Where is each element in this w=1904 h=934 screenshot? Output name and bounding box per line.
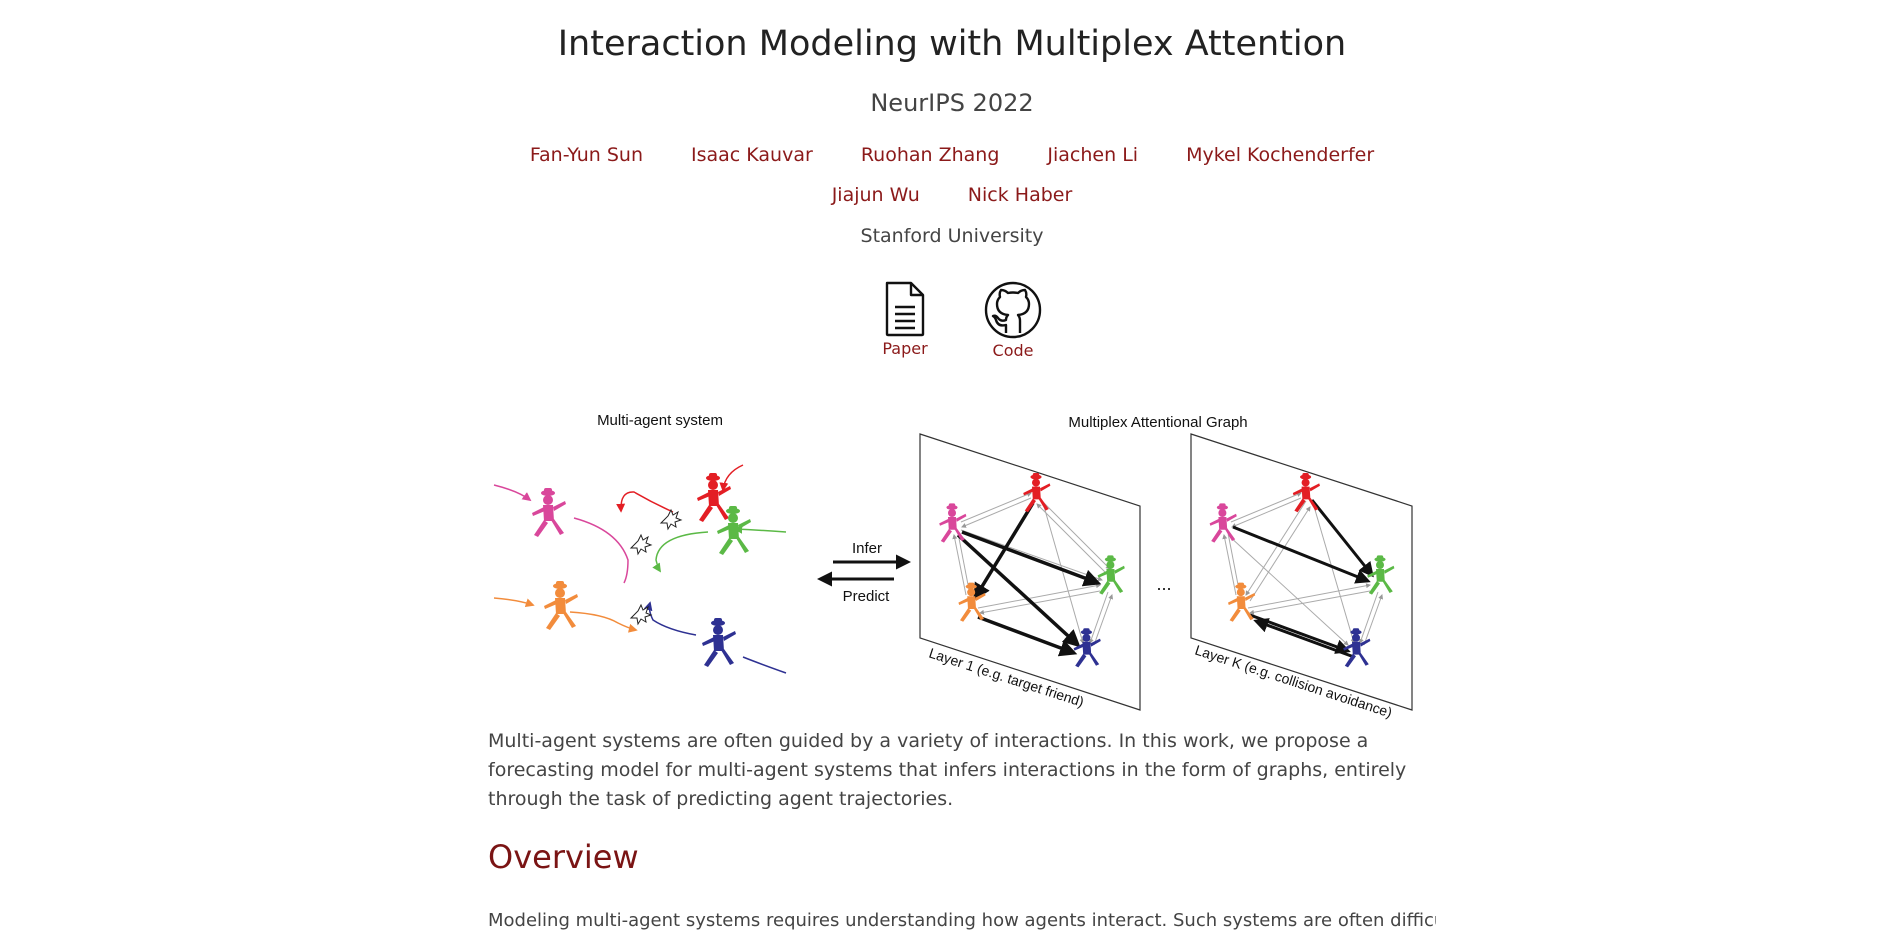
code-link[interactable]: Code [978, 281, 1048, 360]
author-link[interactable]: Nick Haber [967, 184, 1073, 206]
layer-k-graph: Layer K (e.g. collision avoidance) [1190, 433, 1413, 721]
infer-label: Infer [852, 540, 882, 557]
author-link[interactable]: Ruohan Zhang [860, 144, 1000, 166]
trajectory [493, 597, 535, 607]
author-link[interactable]: Jiajun Wu [831, 184, 920, 206]
trajectory [719, 464, 744, 492]
left-panel-title: Multi-agent system [597, 412, 723, 429]
paper-link[interactable]: Paper [870, 281, 940, 358]
layer-1-graph: Layer 1 (e.g. target friend) [919, 433, 1141, 711]
ellipsis: ... [1156, 574, 1171, 594]
author-link[interactable]: Fan-Yun Sun [529, 144, 644, 166]
agent-orange [544, 581, 578, 630]
trajectory [742, 656, 787, 674]
document-icon [885, 281, 925, 337]
trajectory [573, 517, 629, 584]
affiliation: Stanford University [860, 225, 1044, 247]
paper-link-label: Paper [882, 339, 928, 358]
trajectory [616, 491, 674, 513]
page-title: Interaction Modeling with Multiplex Atte… [557, 24, 1347, 64]
right-panel-title: Multiplex Attentional Graph [1068, 414, 1247, 431]
trajectory [569, 611, 638, 633]
teaser-figure: Multi-agent system Infer Predict Multipl… [493, 412, 1413, 721]
trajectory [493, 484, 532, 502]
author-list: Jiajun Wu Nick Haber [0, 184, 1904, 206]
agent-pink [532, 488, 566, 537]
author-list: Fan-Yun Sun Isaac Kauvar Ruohan Zhang Jiach… [0, 144, 1904, 166]
author-link[interactable]: Jiachen Li [1047, 144, 1139, 166]
predict-label: Predict [843, 588, 891, 605]
author-link[interactable]: Isaac Kauvar [691, 144, 813, 166]
author-link[interactable]: Mykel Kochenderfer [1186, 144, 1375, 166]
overview-heading: Overview [488, 838, 639, 876]
collision-icon [659, 508, 683, 531]
overview-text: Modeling multi-agent systems requires un… [488, 910, 1436, 931]
abstract-text: Multi-agent systems are often guided by … [488, 730, 1407, 810]
venue-label: NeurIPS 2022 [870, 89, 1034, 117]
trajectory [643, 601, 697, 636]
resource-links: Paper Code [870, 281, 1050, 361]
trajectory [652, 531, 709, 573]
code-link-label: Code [992, 341, 1034, 360]
github-icon [984, 281, 1042, 339]
agent-blue [702, 618, 736, 667]
collision-icon [629, 603, 653, 626]
trajectory [733, 524, 787, 534]
collision-icon [629, 533, 653, 556]
